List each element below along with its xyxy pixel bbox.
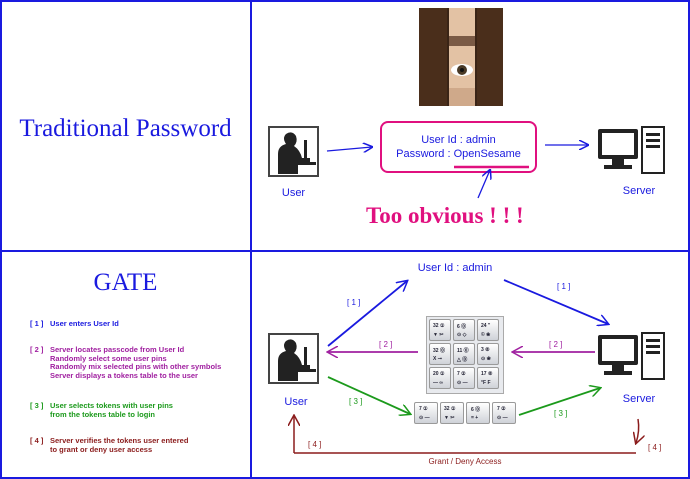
arrow-label-1-left: [ 1 ]	[347, 298, 361, 307]
arrow-label-4-right: [ 4 ]	[648, 443, 662, 452]
login-box: User Id : admin Password : OpenSesame	[380, 121, 537, 173]
gate-arrows	[0, 279, 690, 454]
step-3-line-1: User selects tokens with user pins	[50, 401, 173, 410]
step-1-num: [ 1 ]	[30, 319, 44, 328]
step-3-line-2: from the tokens table to login	[50, 409, 156, 419]
server-label: Server	[622, 185, 656, 197]
user-icon	[268, 126, 319, 177]
step-4-line-2: to grant or deny user access	[50, 444, 153, 454]
gate-server-label: Server	[622, 393, 656, 405]
selected-token: 7 ②⊙ —	[492, 402, 516, 424]
step-4-text: [ 4 ] Server verifies the tokens user ent…	[30, 436, 189, 454]
grant-deny-label: Grant / Deny Access	[428, 457, 502, 466]
user-id-line: User Id : admin	[421, 134, 496, 146]
password-value: OpenSesame	[453, 148, 521, 160]
top-arrows	[326, 0, 690, 199]
gate-user-icon	[268, 333, 319, 384]
arrow-label-4-left: [ 4 ]	[308, 440, 322, 449]
gate-server-icon	[596, 331, 668, 381]
step-3-num: [ 3 ]	[30, 401, 44, 410]
selected-token: 6 ⓪= +	[466, 402, 490, 424]
gate-title: GATE	[93, 269, 158, 296]
server-icon	[596, 125, 668, 175]
user-label: User	[281, 187, 306, 199]
arrow-label-2-right: [ 2 ]	[549, 340, 563, 349]
step-1-line-1: User enters User Id	[50, 319, 119, 328]
gate-user-id: User Id : admin	[417, 262, 493, 274]
step-4-num: [ 4 ]	[30, 436, 44, 445]
token-cell: 24 "© ❀	[477, 319, 499, 341]
arrow-label-3-left: [ 3 ]	[349, 397, 363, 406]
step-2-line-3: Randomly mix selected pins with other sy…	[50, 362, 222, 372]
token-cell: 3 ⑧⊙ ❀	[477, 343, 499, 365]
selected-tokens-row: 7 ①⊙ — 32 ①▼ ✂ 6 ⓪= + 7 ②⊙ —	[414, 402, 516, 426]
token-cell: 20 ①— ∞	[429, 367, 451, 389]
step-1-text: [ 1 ] User enters User Id	[30, 319, 119, 329]
selected-token: 32 ①▼ ✂	[440, 402, 464, 424]
selected-token: 7 ①⊙ —	[414, 402, 438, 424]
step-4-line-1: Server verifies the tokens user entered	[50, 436, 189, 445]
token-cell: 7 ②⊙ —	[453, 367, 475, 389]
arrow-label-1-right: [ 1 ]	[557, 282, 571, 291]
step-2-num: [ 2 ]	[30, 345, 44, 354]
step-2-text: [ 2 ] Server locates passcode from User I…	[30, 345, 222, 380]
token-cell: 32 ①▼ ✂	[429, 319, 451, 341]
step-2-line-4: Server displays a tokens table to the us…	[50, 370, 198, 380]
gate-user-label: User	[284, 396, 308, 408]
step-2-line-1: Server locates passcode from User Id	[50, 345, 185, 354]
peeking-eye-image	[419, 8, 503, 106]
step-3-text: [ 3 ]User selects tokens with user pins …	[30, 401, 173, 419]
token-cell: 6 ⓪⊙ ◇	[453, 319, 475, 341]
too-obvious-warning: Too obvious ! ! !	[366, 203, 524, 228]
arrow-label-3-right: [ 3 ]	[554, 409, 568, 418]
token-cell: 17 ⑧°F F	[477, 367, 499, 389]
step-2-line-2: Randomly select some user pins	[50, 353, 167, 363]
password-prefix: Password :	[396, 148, 454, 160]
password-line: Password : OpenSesame	[382, 148, 535, 160]
token-cell: 11 ⓪△ ⓪	[453, 343, 475, 365]
arrow-label-2-left: [ 2 ]	[379, 340, 393, 349]
traditional-password-title: Traditional Password	[19, 115, 232, 142]
